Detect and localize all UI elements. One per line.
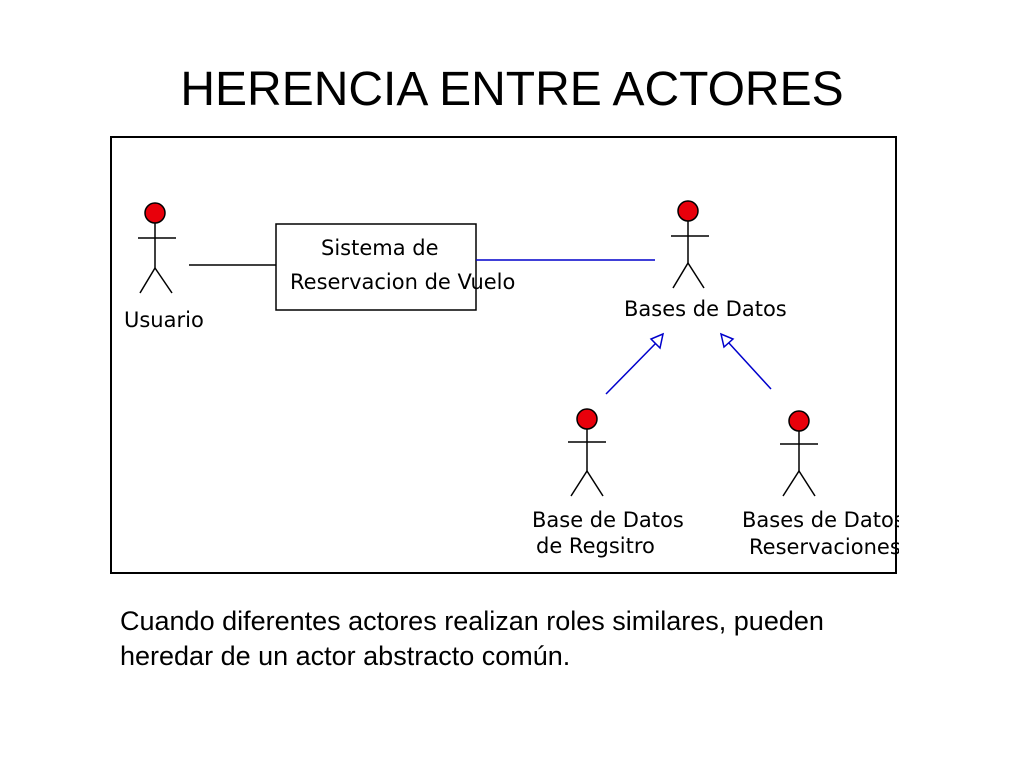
actor-bases-de-datos-label: Bases de Datos xyxy=(624,297,787,321)
actor-bases-de-datos-head xyxy=(677,200,699,222)
actor-base-registro-line1: Base de Datos xyxy=(532,508,684,532)
generalization-reservaciones xyxy=(719,332,772,390)
actor-bases-reservaciones-line1: Bases de Datos xyxy=(742,508,899,532)
slide-caption: Cuando diferentes actores realizan roles… xyxy=(120,606,824,671)
actor-base-registro-line2: de Regsitro xyxy=(536,534,655,558)
use-case-line2: Reservacion de Vuelo xyxy=(290,270,515,294)
use-case-box: Sistema de Reservacion de Vuelo xyxy=(275,223,515,311)
diagram-canvas: Usuario Sistema de Reservacion de Vuelo … xyxy=(124,200,899,559)
actor-bases-de-datos: Bases de Datos xyxy=(624,200,787,321)
use-case-diagram: Usuario Sistema de Reservacion de Vuelo … xyxy=(110,136,899,574)
actor-bases-reservaciones-line2: Reservaciones xyxy=(749,535,899,559)
slide-title: HERENCIA ENTRE ACTORES xyxy=(180,63,844,116)
actor-base-registro-head xyxy=(576,408,598,430)
actor-usuario-label: Usuario xyxy=(124,308,204,332)
use-case-rect xyxy=(275,223,477,311)
generalization-registro xyxy=(605,332,665,395)
actor-base-de-datos-registro: Base de Datos de Regsitro xyxy=(532,408,684,558)
use-case-line1: Sistema de xyxy=(321,236,439,260)
actor-bases-reservaciones-head xyxy=(788,410,810,432)
actor-bases-de-datos-reservaciones: Bases de Datos Reservaciones xyxy=(742,410,899,559)
actor-usuario: Usuario xyxy=(124,202,204,332)
actor-usuario-head xyxy=(144,202,166,224)
